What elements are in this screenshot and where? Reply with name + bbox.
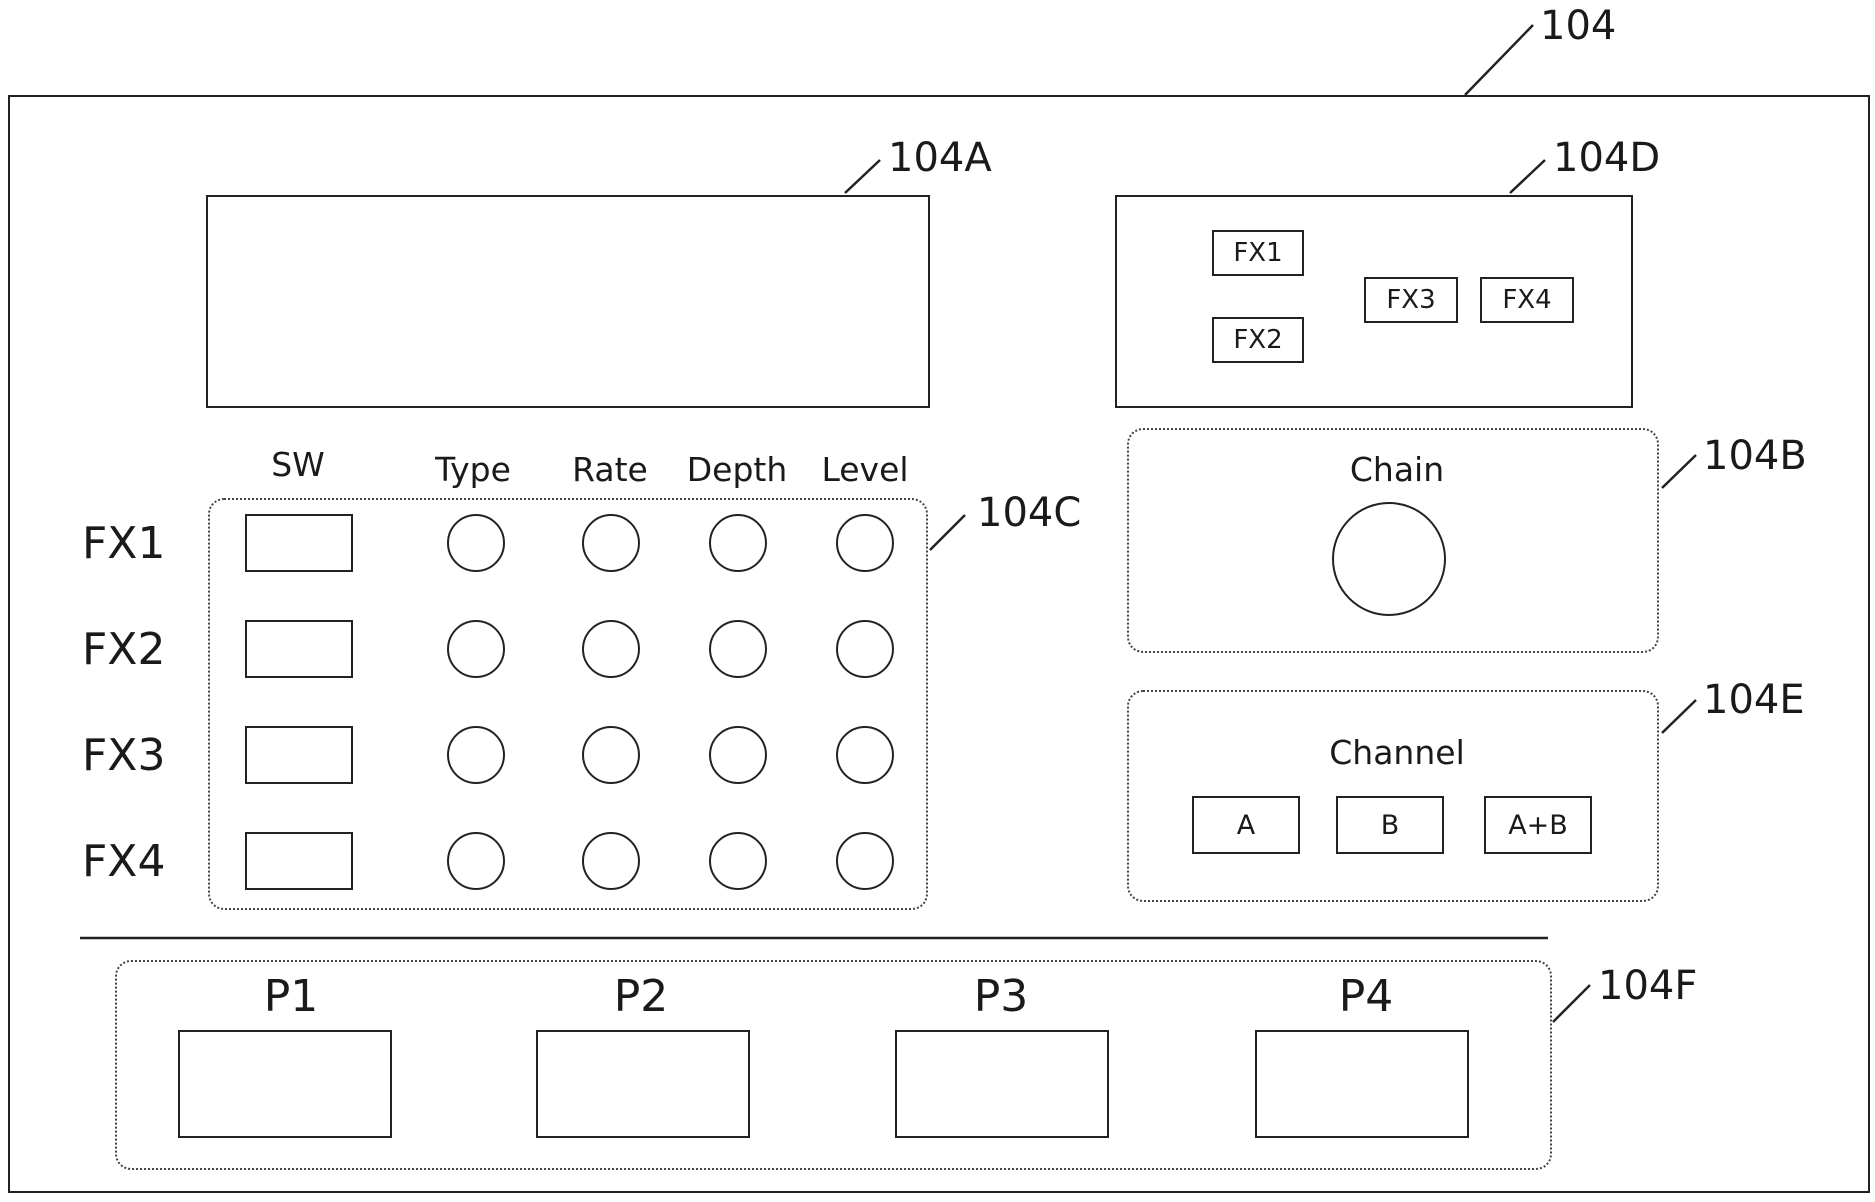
- chain-label: Chain: [1350, 453, 1444, 486]
- fx1-level-knob[interactable]: [836, 514, 894, 572]
- col-header-level: Level: [821, 453, 908, 486]
- channel-label: Channel: [1329, 736, 1464, 769]
- channel-b-button[interactable]: B: [1336, 796, 1444, 854]
- row-label-fx3: FX3: [82, 734, 165, 778]
- fx3-type-knob[interactable]: [447, 726, 505, 784]
- preset-p4-button[interactable]: [1255, 1030, 1469, 1138]
- fx4-rate-knob[interactable]: [582, 832, 640, 890]
- fx2-switch[interactable]: [245, 620, 353, 678]
- chain-knob[interactable]: [1332, 502, 1446, 616]
- col-header-type: Type: [435, 453, 511, 486]
- fx4-switch[interactable]: [245, 832, 353, 890]
- ref-104f: 104F: [1598, 966, 1697, 1006]
- preset-p3-button[interactable]: [895, 1030, 1109, 1138]
- fx2-depth-knob[interactable]: [709, 620, 767, 678]
- ref-104: 104: [1540, 6, 1616, 46]
- chain-block-fx4: FX4: [1480, 277, 1574, 323]
- ref-104e: 104E: [1703, 680, 1805, 720]
- ref-104c: 104C: [977, 493, 1081, 533]
- preset-p1-button[interactable]: [178, 1030, 392, 1138]
- ref-104a: 104A: [888, 138, 992, 178]
- fx1-switch[interactable]: [245, 514, 353, 572]
- fx3-depth-knob[interactable]: [709, 726, 767, 784]
- fx2-rate-knob[interactable]: [582, 620, 640, 678]
- ref-104b: 104B: [1703, 436, 1807, 476]
- fx1-type-knob[interactable]: [447, 514, 505, 572]
- channel-a-button[interactable]: A: [1192, 796, 1300, 854]
- fx3-switch[interactable]: [245, 726, 353, 784]
- fx4-level-knob[interactable]: [836, 832, 894, 890]
- chain-block-fx2: FX2: [1212, 317, 1304, 363]
- row-label-fx4: FX4: [82, 840, 165, 884]
- display-screen: [206, 195, 930, 408]
- fx2-level-knob[interactable]: [836, 620, 894, 678]
- channel-ab-button[interactable]: A+B: [1484, 796, 1592, 854]
- chain-block-fx3: FX3: [1364, 277, 1458, 323]
- fx4-depth-knob[interactable]: [709, 832, 767, 890]
- fx1-rate-knob[interactable]: [582, 514, 640, 572]
- row-label-fx1: FX1: [82, 522, 165, 566]
- chain-block-fx1: FX1: [1212, 230, 1304, 276]
- preset-label-p4: P4: [1339, 975, 1394, 1019]
- fx4-type-knob[interactable]: [447, 832, 505, 890]
- row-label-fx2: FX2: [82, 628, 165, 672]
- fx2-type-knob[interactable]: [447, 620, 505, 678]
- ref-104d: 104D: [1553, 138, 1660, 178]
- fx1-depth-knob[interactable]: [709, 514, 767, 572]
- preset-p2-button[interactable]: [536, 1030, 750, 1138]
- preset-label-p2: P2: [614, 975, 669, 1019]
- preset-label-p1: P1: [264, 975, 319, 1019]
- preset-label-p3: P3: [974, 975, 1029, 1019]
- col-header-sw: SW: [271, 448, 325, 481]
- fx3-rate-knob[interactable]: [582, 726, 640, 784]
- col-header-rate: Rate: [572, 453, 648, 486]
- fx3-level-knob[interactable]: [836, 726, 894, 784]
- col-header-depth: Depth: [687, 453, 788, 486]
